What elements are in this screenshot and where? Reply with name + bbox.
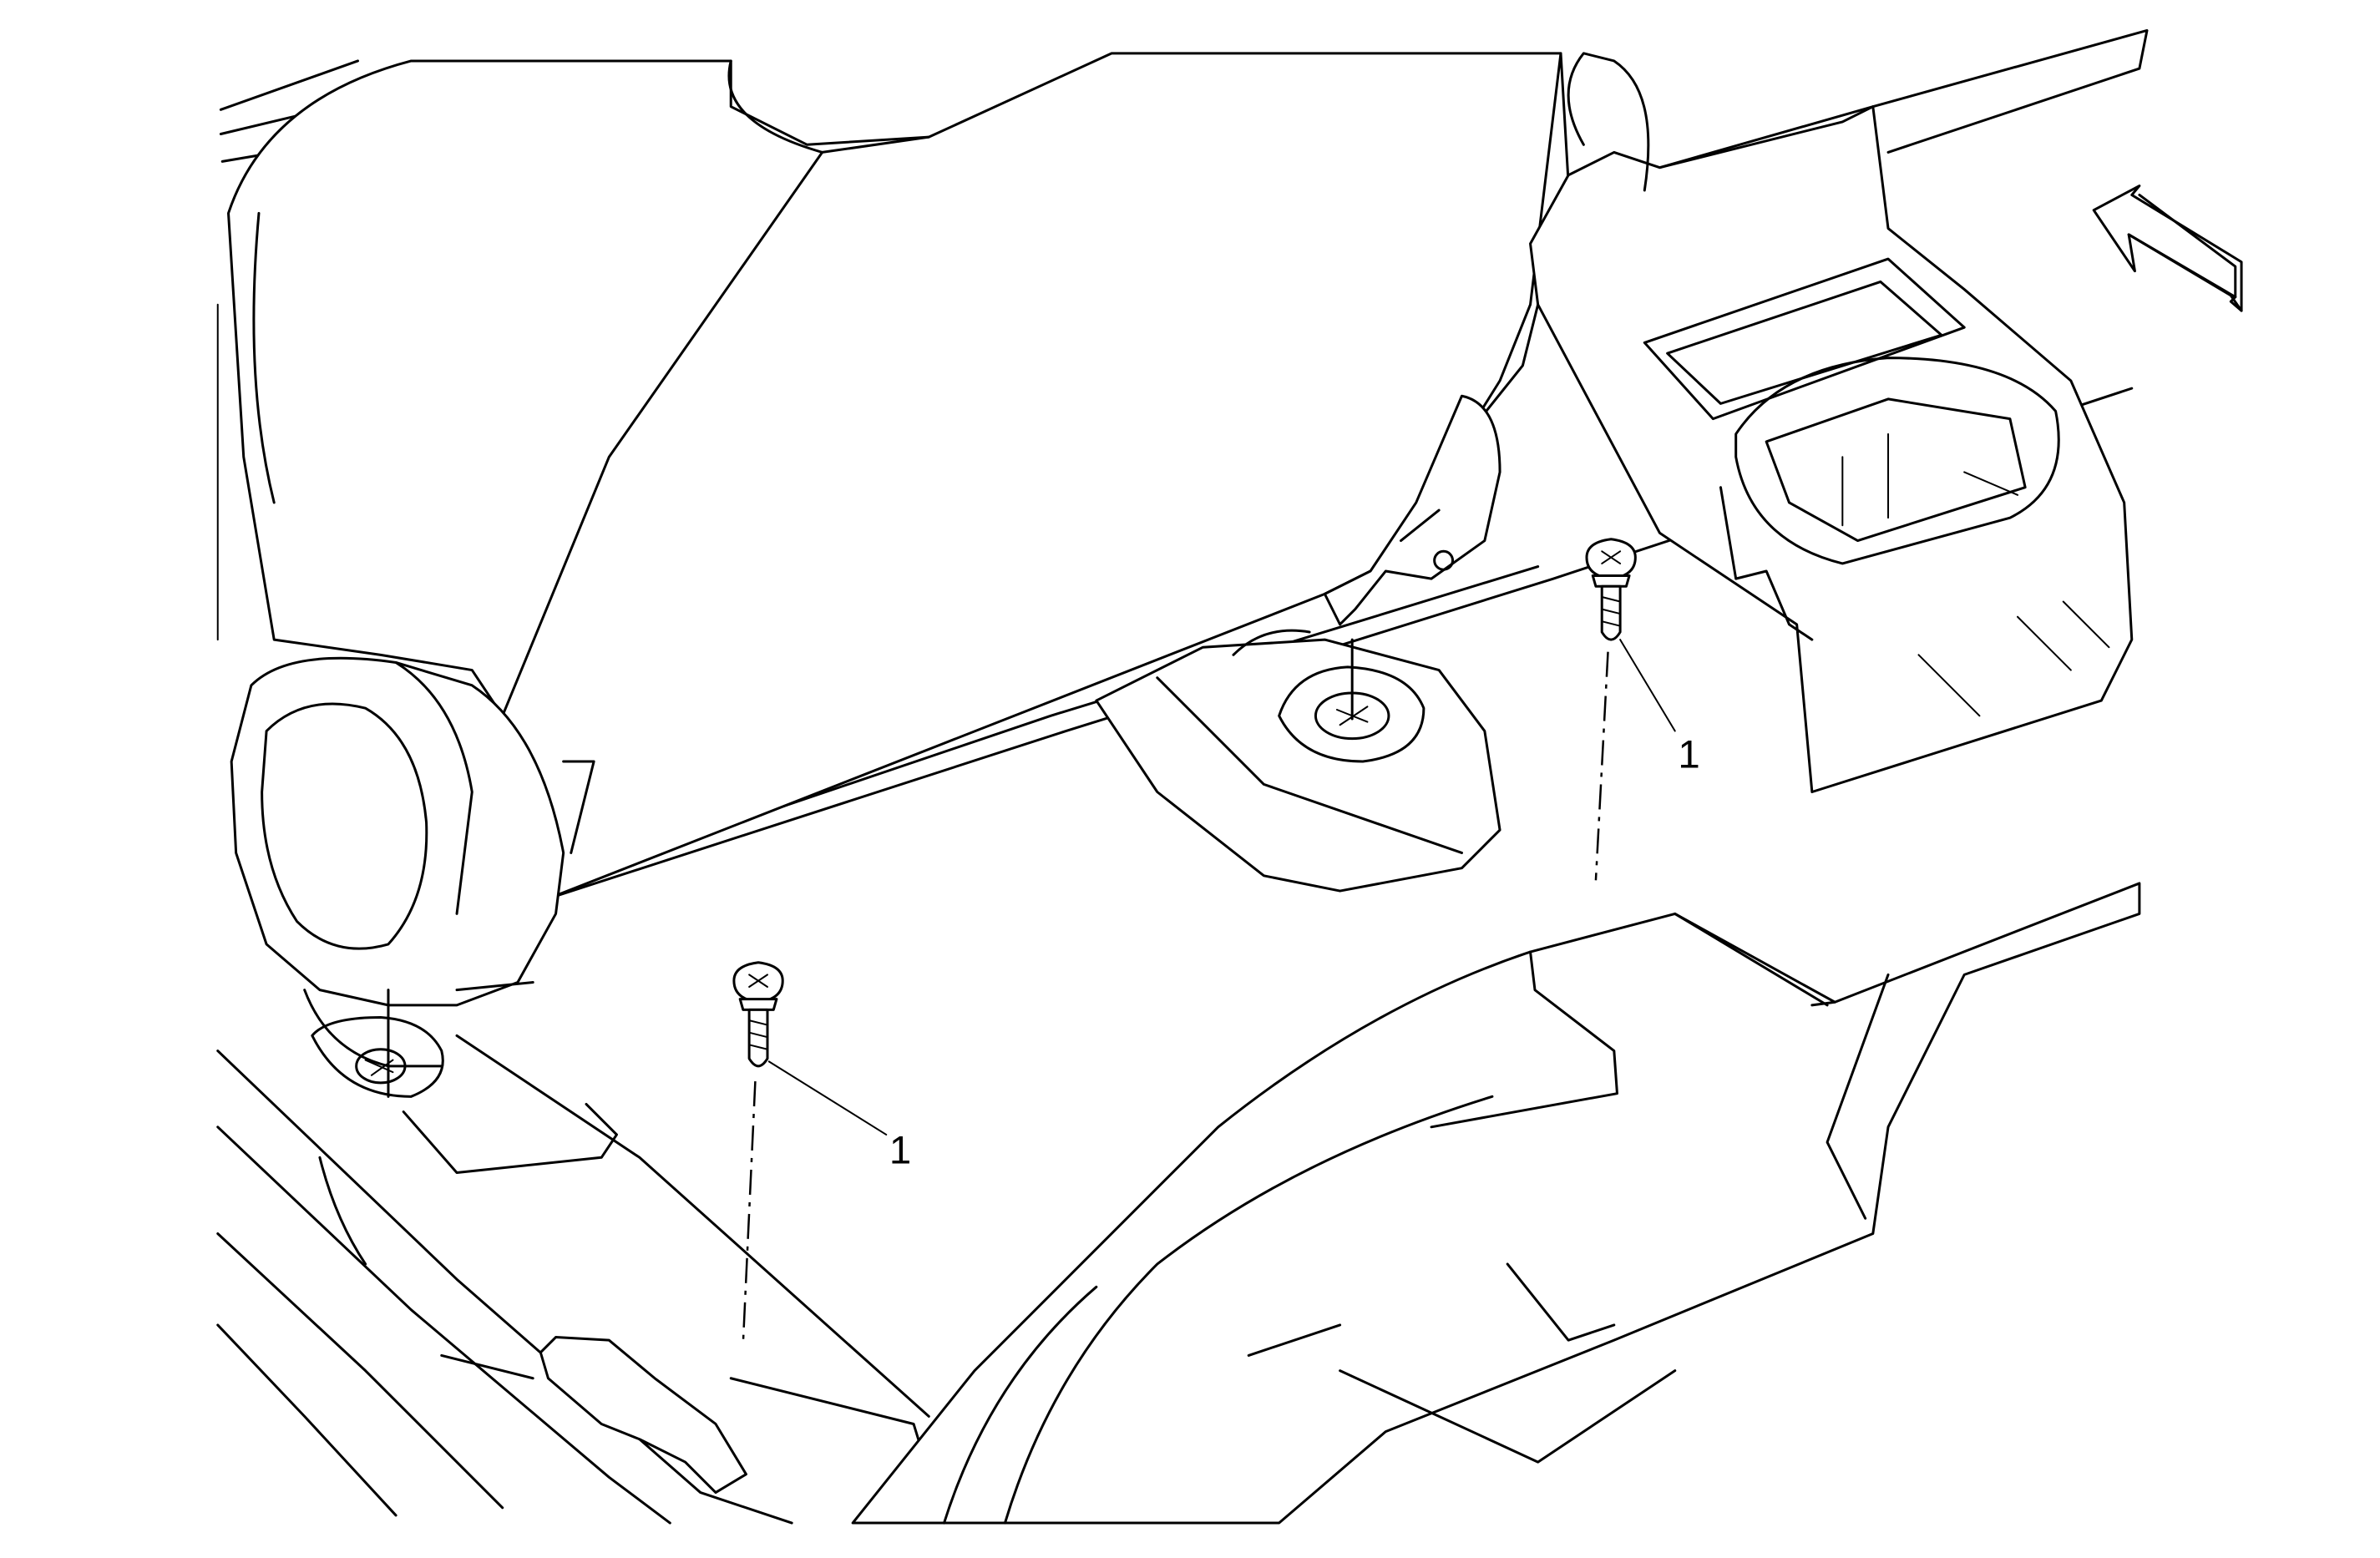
seat-anchor-left bbox=[312, 990, 617, 1264]
fastener-left: 1 bbox=[734, 963, 911, 1343]
floor-bracket bbox=[442, 1338, 747, 1493]
seat-hinge-center bbox=[1324, 396, 1500, 625]
screw-icon bbox=[734, 963, 782, 1066]
seat-anchor-center bbox=[1096, 630, 1500, 891]
center-console bbox=[1531, 30, 2147, 792]
callout-label-right: 1 bbox=[1678, 732, 1699, 776]
callout-label-left: 1 bbox=[889, 1129, 911, 1173]
floor-trim-panel bbox=[853, 883, 2139, 1523]
fastener-right: 1 bbox=[1587, 539, 1700, 881]
screw-icon bbox=[1587, 539, 1635, 640]
seat-hinge-left bbox=[231, 658, 594, 1066]
seat-back bbox=[229, 53, 1569, 898]
forward-arrow-icon bbox=[2094, 186, 2241, 311]
